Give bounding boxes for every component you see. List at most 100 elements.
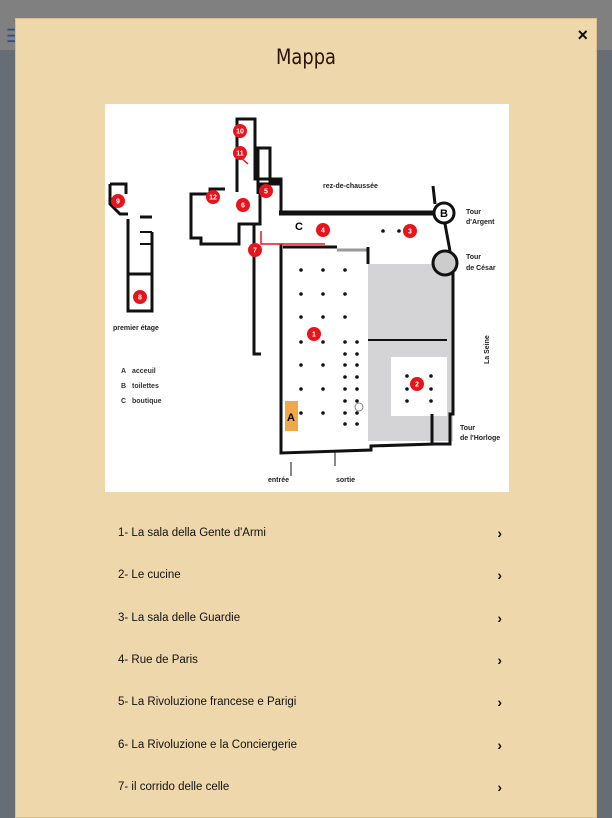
room-list-item[interactable]: 3- La sala delle Guardie › — [16, 597, 598, 639]
column-dot — [397, 229, 401, 233]
column-dot — [343, 268, 347, 272]
svg-text:6: 6 — [241, 203, 245, 210]
room-list-item[interactable]: 6- La Rivoluzione e la Conciergerie › — [16, 723, 598, 765]
room-label: 1- La sala della Gente d'Armi — [118, 527, 266, 540]
room-marker-4[interactable]: 4 — [316, 223, 330, 237]
room-list-item[interactable]: 1- La sala della Gente d'Armi › — [16, 512, 598, 554]
label-tour-cesar: Tour — [466, 254, 481, 261]
room-list-item[interactable]: 4- Rue de Paris › — [16, 639, 598, 681]
column-dot — [405, 387, 409, 391]
column-dot — [343, 422, 347, 426]
legend-boutique: boutique — [132, 398, 162, 405]
room-marker-5[interactable]: 5 — [259, 184, 273, 198]
svg-text:7: 7 — [253, 248, 257, 255]
room-label: 2- Le cucine — [118, 569, 181, 582]
svg-text:B: B — [121, 383, 126, 390]
label-tour-horloge-2: de l'Horloge — [460, 435, 500, 442]
svg-text:11: 11 — [236, 151, 244, 158]
label-first-floor: premier étage — [113, 325, 159, 332]
room-list-item[interactable]: 2- Le cucine › — [16, 554, 598, 596]
column-dot — [299, 268, 303, 272]
column-dot — [381, 229, 385, 233]
legend-toilettes: toilettes — [132, 383, 159, 390]
room-marker-9[interactable]: 9 — [111, 194, 125, 208]
column-dot — [429, 374, 433, 378]
accueil-box — [285, 401, 298, 431]
column-dot — [299, 292, 303, 296]
label-exit: sortie — [336, 477, 355, 484]
column-dot — [405, 374, 409, 378]
column-dot — [343, 352, 347, 356]
column-dot — [321, 363, 325, 367]
room-label: 5- La Rivoluzione francese e Parigi — [118, 696, 297, 709]
svg-text:1: 1 — [312, 332, 316, 339]
room-label: 4- Rue de Paris — [118, 654, 198, 667]
room-label: 7- il corrido delle celle — [118, 780, 230, 793]
modal-title: Mappa — [276, 45, 336, 69]
column-dot — [321, 292, 325, 296]
column-dot — [343, 411, 347, 415]
column-dot — [343, 375, 347, 379]
svg-text:9: 9 — [116, 199, 120, 206]
column-dot — [299, 411, 303, 415]
chevron-right-icon: › — [497, 609, 502, 626]
column-dot — [343, 315, 347, 319]
chevron-right-icon: › — [497, 778, 502, 795]
svg-text:2: 2 — [415, 382, 419, 389]
column-dot — [321, 315, 325, 319]
label-tour-horloge: Tour — [460, 425, 475, 432]
column-dot — [429, 387, 433, 391]
column-dot — [355, 352, 359, 356]
room-label: 6- La Rivoluzione e la Conciergerie — [118, 738, 297, 751]
column-dot — [321, 340, 325, 344]
column-dot — [321, 411, 325, 415]
room-list-item[interactable]: 5- La Rivoluzione francese e Parigi › — [16, 681, 598, 723]
room-label: 3- La sala delle Guardie — [118, 611, 241, 624]
column-dot — [343, 340, 347, 344]
column-dot — [299, 315, 303, 319]
svg-text:C: C — [121, 398, 126, 405]
svg-text:10: 10 — [236, 129, 244, 136]
label-entrance: entrée — [268, 477, 289, 484]
label-river: La Seine — [484, 335, 491, 364]
legend-accueil: acceuil — [132, 368, 156, 375]
label-tour-cesar-2: de César — [466, 265, 496, 272]
room-marker-11[interactable]: 11 — [233, 146, 247, 160]
column-dot — [355, 340, 359, 344]
room-list-item[interactable]: 7- il corrido delle celle › — [16, 766, 598, 808]
room-marker-6[interactable]: 6 — [236, 198, 250, 212]
room-marker-12[interactable]: 12 — [206, 190, 220, 204]
room-list: 1- La sala della Gente d'Armi›2- Le cuci… — [16, 512, 598, 808]
column-dot — [299, 340, 303, 344]
room-marker-2[interactable]: 2 — [410, 377, 424, 391]
column-dot — [343, 399, 347, 403]
room-marker-3[interactable]: 3 — [403, 224, 417, 238]
column-dot — [355, 375, 359, 379]
svg-text:C: C — [295, 221, 303, 233]
svg-text:3: 3 — [408, 229, 412, 236]
chevron-right-icon: › — [497, 652, 502, 669]
column-dot — [429, 399, 433, 403]
room-marker-8[interactable]: 8 — [133, 290, 147, 304]
column-dot — [299, 387, 303, 391]
close-button[interactable]: × — [577, 25, 588, 45]
svg-text:4: 4 — [321, 228, 325, 235]
column-dot — [355, 363, 359, 367]
svg-text:B: B — [440, 208, 448, 220]
column-dot — [405, 399, 409, 403]
svg-text:A: A — [121, 368, 126, 375]
label-tour-argent: Tour — [466, 209, 481, 216]
chevron-right-icon: › — [497, 567, 502, 584]
chevron-right-icon: › — [497, 694, 502, 711]
svg-text:12: 12 — [209, 195, 217, 202]
label-ground-floor: rez-de-chaussée — [323, 183, 378, 190]
room-marker-7[interactable]: 7 — [248, 243, 262, 257]
room-marker-1[interactable]: 1 — [307, 327, 321, 341]
chevron-right-icon: › — [497, 525, 502, 542]
column-dot — [355, 411, 359, 415]
column-dot — [343, 387, 347, 391]
chevron-right-icon: › — [497, 736, 502, 753]
room-marker-10[interactable]: 10 — [233, 124, 247, 138]
